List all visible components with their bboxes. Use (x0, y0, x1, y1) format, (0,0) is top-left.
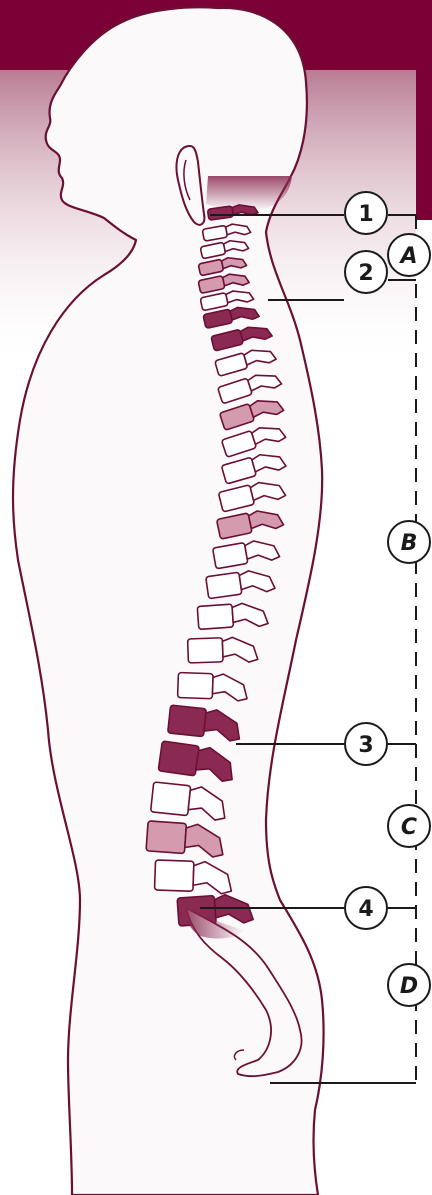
vertebra-body (168, 705, 207, 737)
right-brand-band (416, 0, 432, 220)
region-label-D: D (400, 974, 418, 999)
callout-2: 2 (345, 251, 387, 293)
vertebra-body (178, 673, 214, 699)
region-label-A: A (398, 244, 417, 269)
vertebra-body (207, 206, 233, 220)
region-C: C (388, 805, 430, 847)
region-A: A (388, 234, 430, 276)
callout-label-3: 3 (358, 733, 373, 758)
vertebra-body (151, 782, 191, 816)
region-label-C: C (401, 815, 417, 840)
vertebra-body (154, 860, 193, 891)
region-label-B: B (401, 531, 418, 556)
vertebra-body (197, 604, 233, 629)
vertebra-body (158, 741, 199, 776)
callout-label-4: 4 (358, 897, 373, 922)
callout-3: 3 (345, 723, 387, 765)
callout-label-1: 1 (358, 202, 373, 227)
callout-4: 4 (345, 887, 387, 929)
region-B: B (388, 521, 430, 563)
vertebra-body (146, 821, 186, 854)
vertebra-body (206, 572, 242, 598)
callout-1: 1 (345, 192, 387, 234)
callout-label-2: 2 (358, 261, 373, 286)
region-D: D (388, 964, 430, 1006)
vertebra-body (188, 638, 224, 663)
vertebra-body (213, 543, 248, 569)
